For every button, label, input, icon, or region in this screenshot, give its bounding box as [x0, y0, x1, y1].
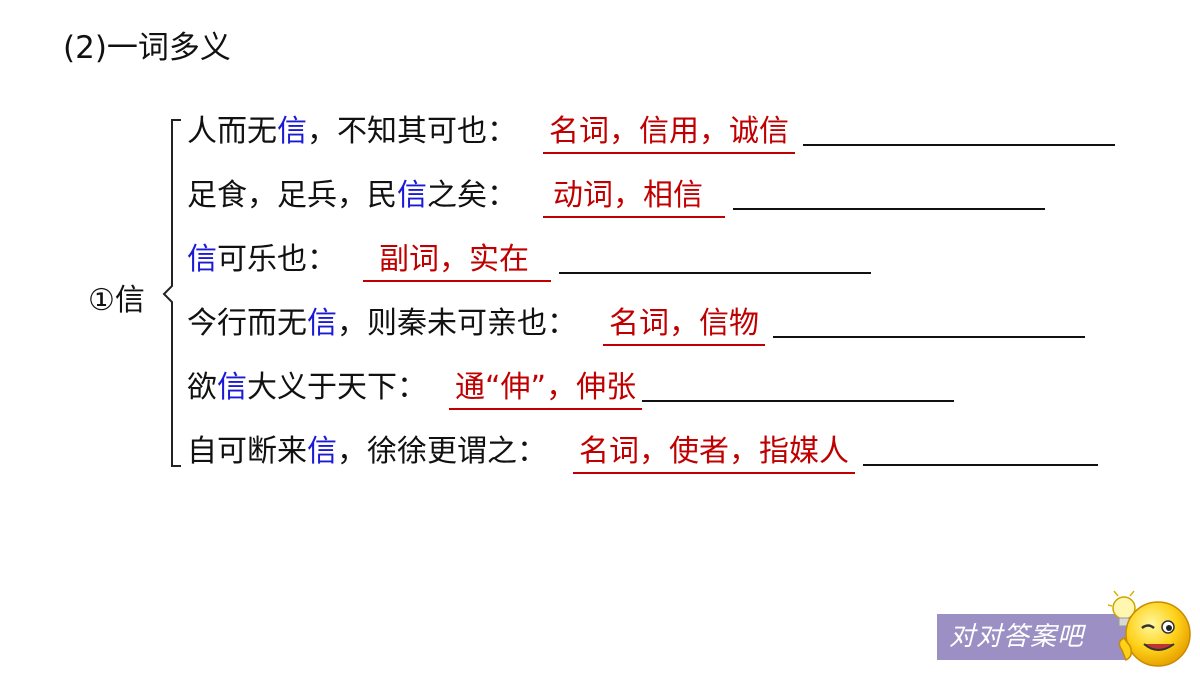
word-label: ①信 — [88, 283, 145, 318]
answer-text: 名词，信用，诚信 — [543, 112, 795, 154]
sentence: 信可乐也： — [187, 242, 337, 277]
key-word: 信 — [307, 434, 337, 469]
answer-text: 通“伸”，伸张 — [449, 368, 643, 410]
meaning-row-5: 欲信大义于天下： 通“伸”，伸张 — [187, 364, 955, 410]
sentence: 自可断来信，徐徐更谓之： — [187, 434, 547, 469]
winking-smiley-lightbulb-icon — [1108, 590, 1191, 667]
answer-blank — [733, 208, 1045, 210]
answer-blank — [803, 144, 1115, 146]
meaning-row-4: 今行而无信，则秦未可亲也： 名词，信物 — [187, 300, 1085, 346]
answer-blank — [863, 464, 1098, 466]
answer-blank — [642, 400, 955, 402]
check-answers-button[interactable]: 对对答案吧 — [937, 614, 1127, 660]
key-word: 信 — [277, 114, 307, 149]
meaning-row-3: 信可乐也： 副词，实在 — [187, 236, 871, 282]
sentence: 人而无信，不知其可也： — [187, 114, 517, 149]
answer-text: 名词，信物 — [603, 304, 765, 346]
answer-blank — [559, 272, 871, 274]
section-title: (2)一词多义 — [63, 30, 231, 66]
key-word: 信 — [397, 178, 427, 213]
sentence: 欲信大义于天下： — [187, 370, 427, 405]
sentence: 足食，足兵，民信之矣： — [187, 178, 517, 213]
answer-text: 名词，使者，指媒人 — [573, 432, 855, 474]
meaning-row-6: 自可断来信，徐徐更谓之： 名词，使者，指媒人 — [187, 428, 1098, 474]
answer-text: 动词，相信 — [543, 176, 725, 218]
key-word: 信 — [187, 242, 217, 277]
meaning-row-2: 足食，足兵，民信之矣： 动词，相信 — [187, 172, 1045, 218]
left-brace — [162, 119, 181, 467]
answer-blank — [773, 336, 1085, 338]
key-word: 信 — [217, 370, 247, 405]
meaning-row-1: 人而无信，不知其可也： 名词，信用，诚信 — [187, 108, 1115, 154]
sentence: 今行而无信，则秦未可亲也： — [187, 306, 577, 341]
answer-text: 副词，实在 — [363, 240, 551, 282]
key-word: 信 — [307, 306, 337, 341]
